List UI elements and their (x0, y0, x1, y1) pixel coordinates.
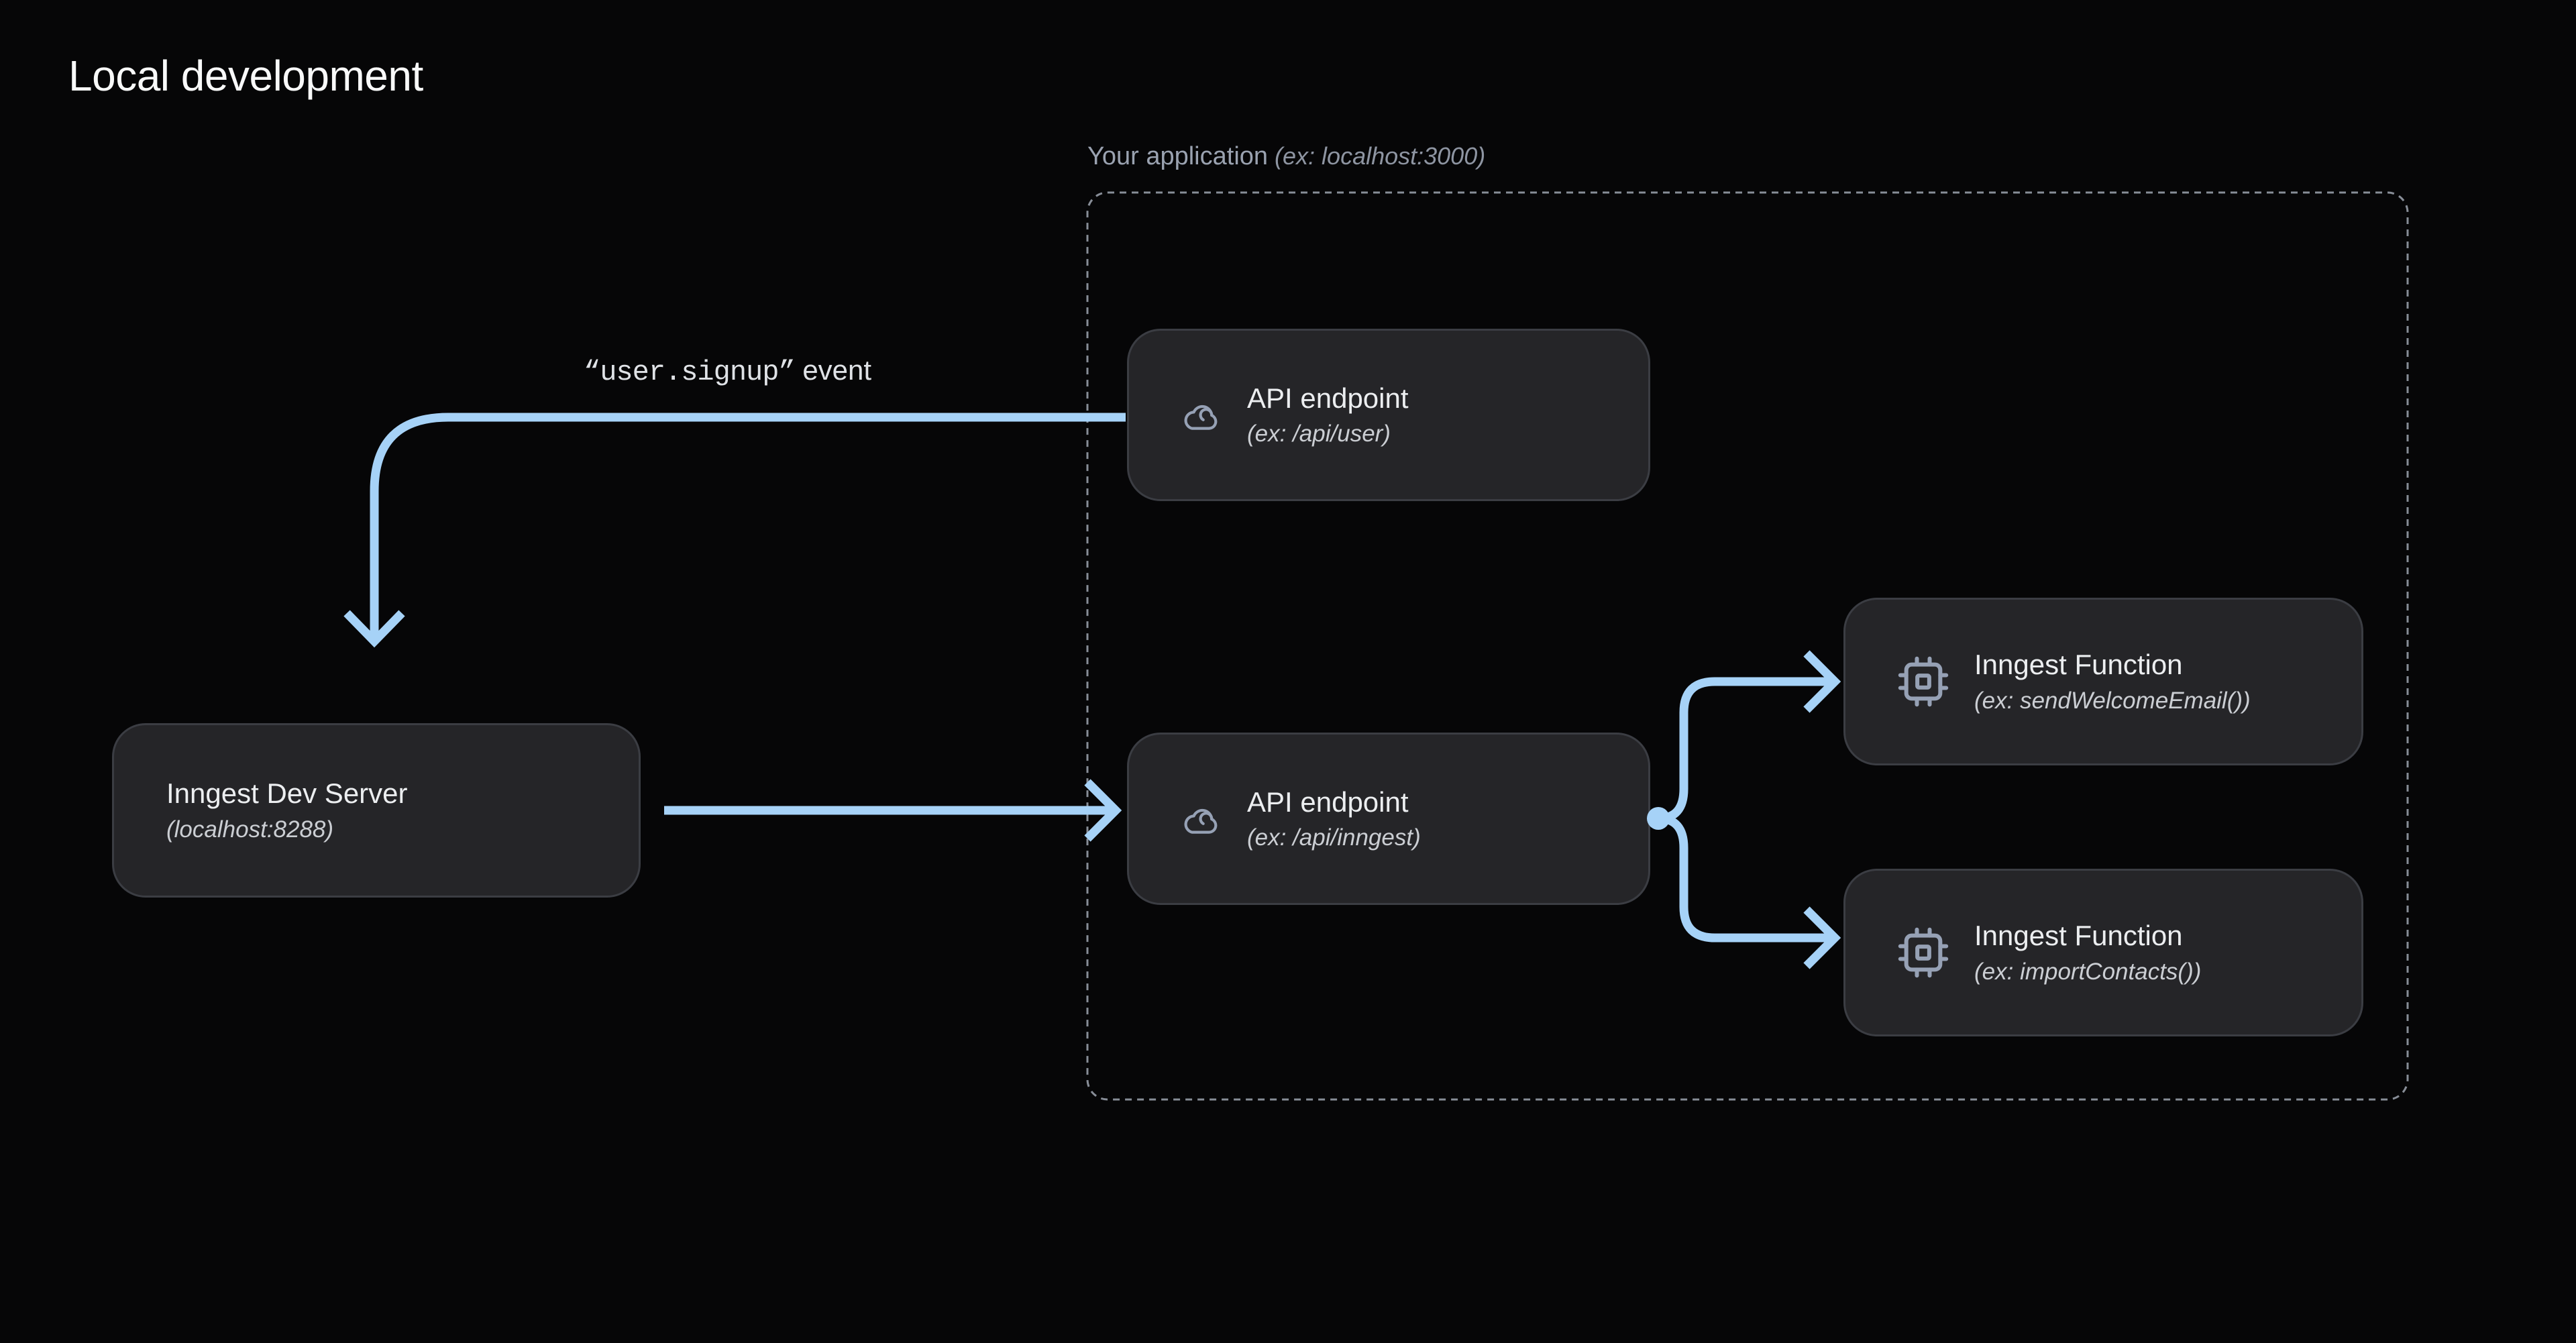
node-title: Inngest Function (1974, 649, 2183, 681)
cloud-icon (1181, 397, 1222, 433)
branch-arrow-top-head (1803, 650, 1841, 713)
node-title: API endpoint (1247, 786, 1409, 818)
api-endpoint-user-node: API endpoint (ex: /api/user) (1127, 329, 1650, 501)
inngest-function-importcontacts-node: Inngest Function (ex: importContacts()) (1843, 869, 2363, 1036)
application-group-label-note: (ex: localhost:3000) (1275, 142, 1486, 170)
inngest-dev-server-node: Inngest Dev Server (localhost:8288) (112, 723, 641, 898)
node-title: API endpoint (1247, 382, 1409, 414)
node-title: Inngest Dev Server (166, 777, 408, 810)
event-name-code: “user.signup” (584, 356, 796, 388)
event-label: “user.signup” event (584, 354, 871, 388)
branch-arrow-bottom-head (1803, 906, 1841, 969)
node-title: Inngest Function (1974, 920, 2183, 952)
branch-junction-dot (1647, 807, 1670, 830)
page-title: Local development (68, 52, 423, 100)
request-arrow-head-right (1084, 779, 1122, 842)
application-group-label: Your application(ex: localhost:3000) (1087, 142, 1485, 171)
node-subtitle: (localhost:8288) (166, 816, 334, 843)
branch-arrow-top-line (1658, 677, 1830, 823)
inngest-function-sendwelcomeemail-node: Inngest Function (ex: sendWelcomeEmail()… (1843, 598, 2363, 765)
node-subtitle: (ex: /api/user) (1247, 421, 1391, 447)
node-subtitle: (ex: importContacts()) (1974, 958, 2202, 985)
event-arrow-head-down (343, 610, 405, 648)
cpu-icon (1898, 656, 1949, 707)
event-label-suffix: event (794, 354, 872, 386)
node-subtitle: (ex: sendWelcomeEmail()) (1974, 687, 2251, 714)
cloud-icon (1181, 801, 1222, 837)
event-arrow-line (370, 413, 1126, 637)
application-group-label-text: Your application (1087, 142, 1269, 170)
cpu-icon (1898, 927, 1949, 978)
api-endpoint-inngest-node: API endpoint (ex: /api/inngest) (1127, 733, 1650, 905)
branch-arrow-bottom-line (1658, 814, 1830, 943)
node-subtitle: (ex: /api/inngest) (1247, 824, 1421, 851)
